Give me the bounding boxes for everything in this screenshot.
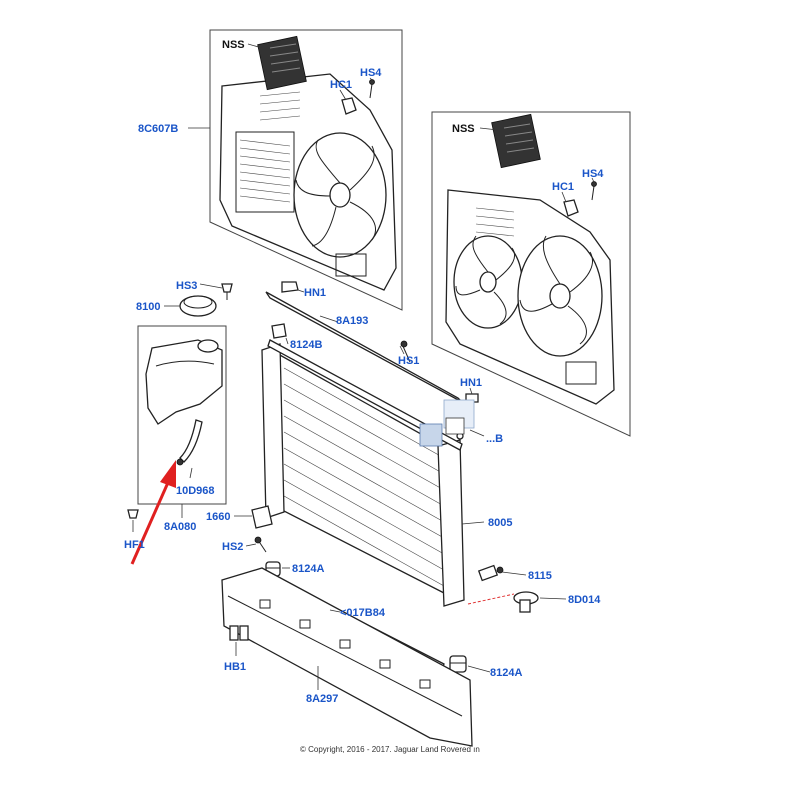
top-fan-control-module [257, 35, 307, 91]
leader-lines [132, 43, 595, 690]
label-hc1-top: HC1 [330, 79, 352, 91]
label-hs4-right: HS4 [582, 168, 604, 180]
lower-mount-right [449, 655, 467, 673]
label-hose: 10D968 [176, 485, 215, 497]
label-drain: 8D014 [568, 594, 601, 606]
label-hf1: HF1 [124, 539, 145, 551]
label-lower-mount-right: 8124A [490, 667, 522, 679]
drain-plug [467, 591, 539, 613]
hn1-top-nut [281, 281, 299, 293]
label-nss-right: NSS [452, 123, 475, 135]
reservoir-cap-group [179, 283, 233, 317]
hs3-screw [221, 283, 233, 293]
label-hs1: HS1 [398, 355, 419, 367]
label-lower-mount-left: 8124A [292, 563, 324, 575]
top-assembly-frame [209, 29, 403, 311]
label-reservoir: 8A080 [164, 521, 196, 533]
label-hn1-top: HN1 [304, 287, 326, 299]
label-hc1-right: HC1 [552, 181, 574, 193]
upper-mount [271, 323, 287, 339]
highlight-arrow [130, 460, 176, 565]
label-hn1-mid: HN1 [460, 377, 482, 389]
coolant-reservoir [145, 339, 223, 425]
label-deflector: 8A297 [306, 693, 338, 705]
label-hs2: HS2 [222, 541, 243, 553]
label-hb1: HB1 [224, 661, 246, 673]
label-bracket: 1660 [206, 511, 230, 523]
right-assembly-frame [431, 111, 631, 437]
radiator-left-tank [261, 343, 285, 519]
callout-labels: NSS HC1 HS4 8C607B NSS HC1 HS4 HS3 8100 … [124, 39, 604, 705]
label-hidden: ...B [486, 433, 503, 445]
right-shroud-vents [475, 207, 597, 385]
label-hs4-top: HS4 [360, 67, 382, 79]
right-fan-assembly [431, 111, 631, 437]
label-shroud: 8C607B [138, 123, 178, 135]
temperature-sensor [477, 564, 504, 582]
radiator-top-rail [267, 339, 463, 451]
label-lower-seal: <017B84 [340, 607, 386, 619]
hb1-clips [229, 625, 249, 641]
label-cap: 8100 [136, 301, 160, 313]
hf1-fastener [127, 509, 139, 519]
right-fan-right [517, 235, 603, 357]
label-upper-mount: 8124B [290, 339, 322, 351]
radiator-fins [283, 367, 445, 587]
label-sensor: 8115 [528, 570, 552, 582]
top-hc1-clip [341, 97, 357, 115]
reservoir-hose [179, 419, 203, 463]
right-fan-left [453, 235, 523, 329]
right-hc1-clip [563, 199, 579, 217]
right-hs4-screw [591, 185, 595, 201]
top-shroud-vent-lower [335, 253, 367, 277]
lower-deflector [221, 567, 473, 747]
label-hs3: HS3 [176, 280, 197, 292]
top-hs4-screw [369, 83, 373, 99]
top-fan-assembly [209, 29, 403, 311]
reservoir-assembly [137, 325, 227, 505]
right-fan-control-module [491, 113, 541, 169]
top-shroud-vents [235, 91, 301, 213]
label-nss-top: NSS [222, 39, 245, 51]
overlay-patch [419, 399, 475, 447]
top-fan [293, 132, 387, 258]
label-radiator: 8005 [488, 517, 512, 529]
lower-bracket [251, 505, 273, 529]
radiator [261, 339, 465, 607]
label-upper-seal: 8A193 [336, 315, 368, 327]
copyright-notice: © Copyright, 2016 - 2017. Jaguar Land Ro… [300, 745, 480, 754]
